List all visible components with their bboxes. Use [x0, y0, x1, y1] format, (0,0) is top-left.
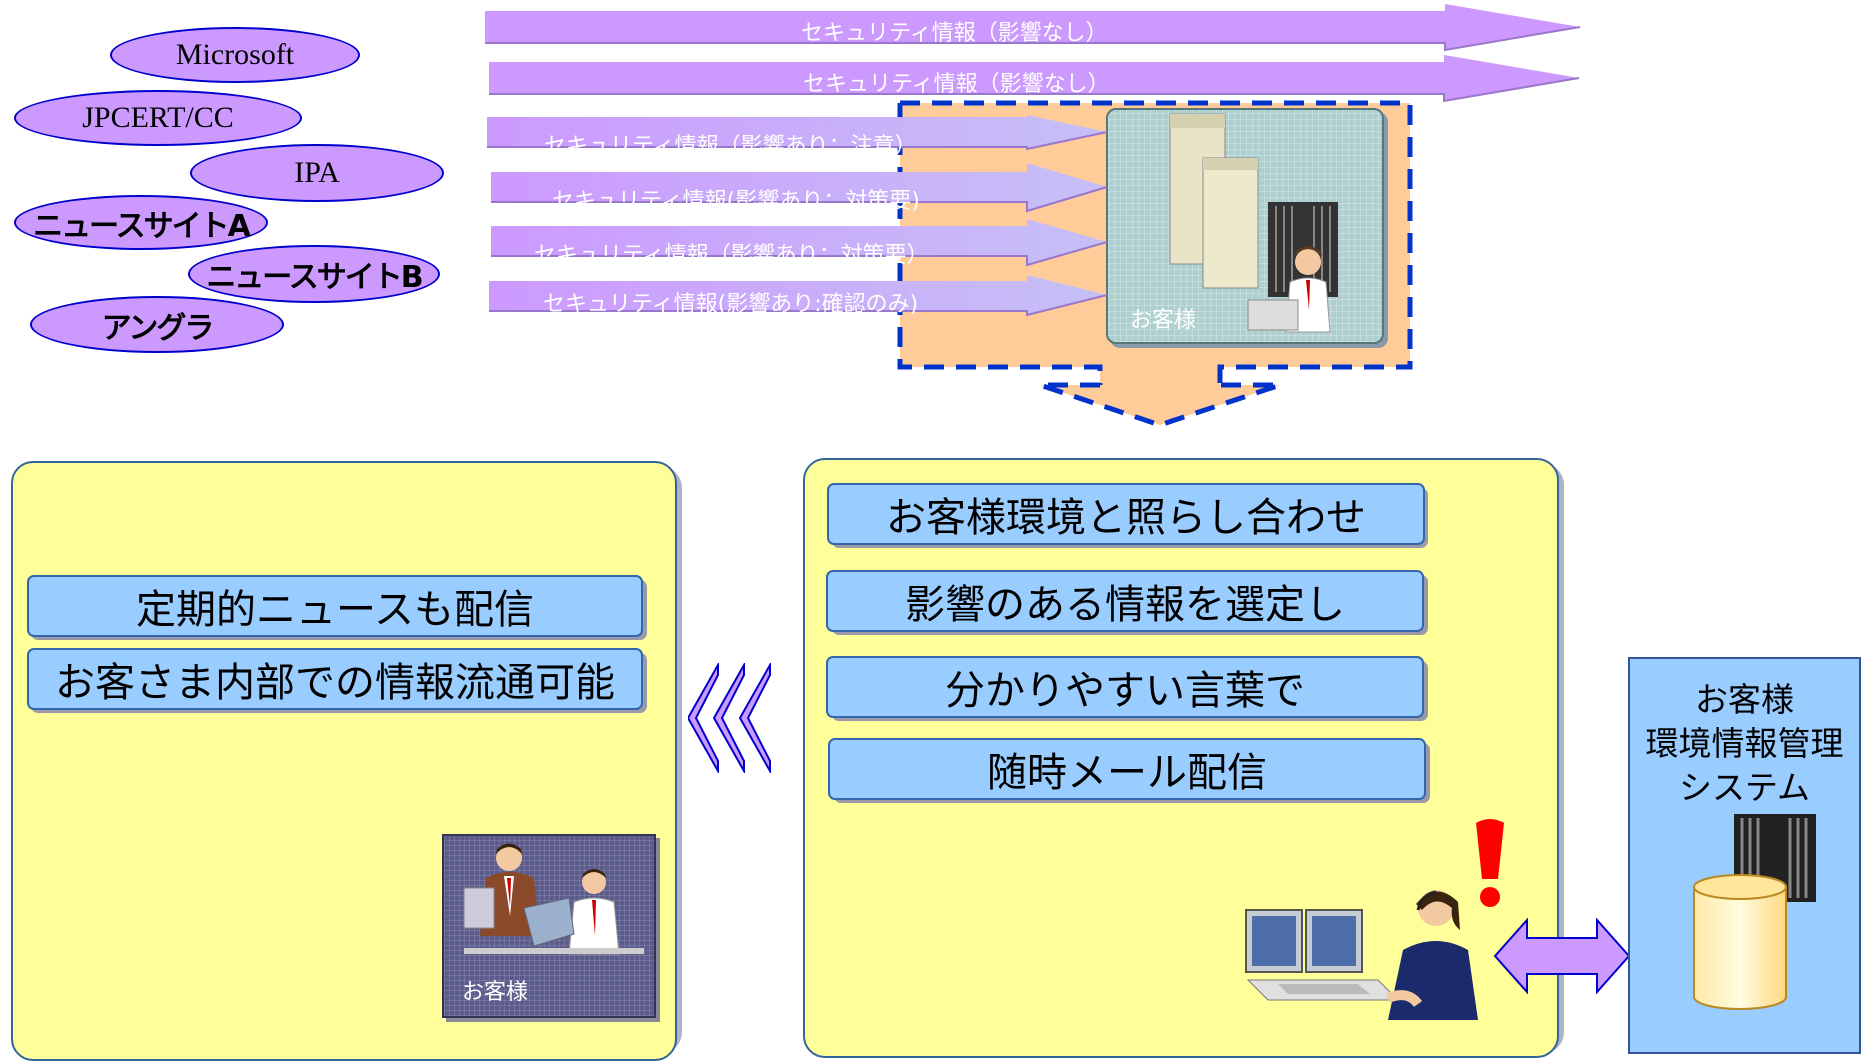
short-arrow-2-label: セキュリティ情報(影響あり：対策要): [552, 189, 920, 214]
short-arrow-4-label: セキュリティ情報(影響あり:確認のみ): [543, 292, 919, 317]
exclamation-icon: [1476, 819, 1504, 907]
chevron-left-icon: [688, 663, 771, 773]
call-center-operator-icon: [1245, 890, 1478, 1020]
system-title-line-1: お客様: [1695, 680, 1794, 719]
delivery-item-1: 定期的ニュースも配信: [27, 575, 643, 637]
source-news-b: ニュースサイトB: [188, 245, 440, 303]
system-title-line-2: 環境情報管理: [1645, 724, 1844, 763]
source-news-a: ニュースサイトA: [14, 195, 268, 250]
source-ipa: IPA: [190, 144, 444, 202]
process-step-4: 随時メール配信: [828, 738, 1426, 800]
long-arrow-2: [489, 55, 1580, 103]
customer-image-bottom: お客様: [442, 834, 656, 1018]
long-arrow-1: [485, 4, 1581, 52]
database-cylinder-icon: [1693, 874, 1787, 1010]
process-step-2: 影響のある情報を選定し: [826, 570, 1424, 632]
long-arrow-1-label: セキュリティ情報（影響なし）: [801, 21, 1108, 46]
customer-label-top: お客様: [1130, 308, 1197, 333]
system-title-line-3: システム: [1678, 768, 1810, 807]
short-arrow-1-label: セキュリティ情報（影響あり：注意）: [544, 134, 917, 159]
process-step-1: お客様環境と照らし合わせ: [827, 483, 1425, 545]
two-people-meeting-icon: [463, 843, 644, 955]
person-at-computer-icon: [1247, 246, 1331, 333]
source-microsoft: Microsoft: [110, 27, 360, 83]
short-arrow-3-label: セキュリティ情報（影響あり：対策要）: [534, 243, 929, 268]
delivery-item-2: お客さま内部での情報流通可能: [27, 648, 643, 710]
customer-image-top: お客様: [1106, 108, 1384, 344]
source-jpcert: JPCERT/CC: [14, 90, 302, 146]
process-step-3: 分かりやすい言葉で: [826, 656, 1424, 718]
source-underground: アングラ: [30, 296, 284, 353]
long-arrow-2-label: セキュリティ情報（影響なし）: [803, 72, 1110, 97]
double-arrow-icon: [1493, 918, 1631, 994]
short-arrows: [487, 115, 1108, 317]
customer-label-bottom: お客様: [462, 980, 529, 1005]
